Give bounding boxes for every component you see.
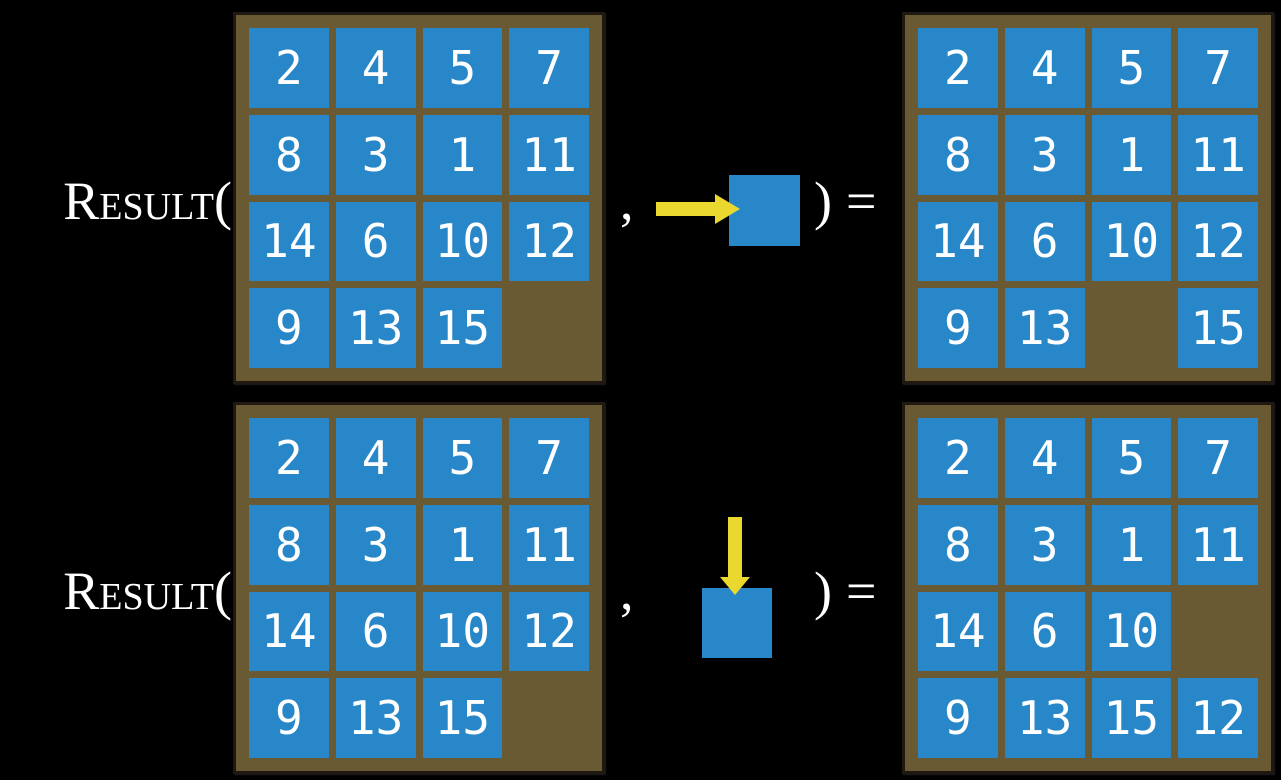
down-arrow-icon xyxy=(720,517,750,595)
close-paren: ) xyxy=(814,171,832,231)
puzzle-tile-2: 2 xyxy=(249,28,329,108)
puzzle-tile-15: 15 xyxy=(1178,288,1258,368)
equals-sign: = xyxy=(846,171,877,231)
puzzle-tile-7: 7 xyxy=(509,418,589,498)
puzzle-tile-11: 11 xyxy=(509,114,589,195)
puzzle-tile-8: 8 xyxy=(918,114,998,195)
moving-tile-square xyxy=(702,588,772,658)
puzzle-tile-11: 11 xyxy=(509,504,589,585)
result-function-label: Result( xyxy=(63,171,232,231)
empty-cell xyxy=(509,678,589,758)
puzzle-tile-10: 10 xyxy=(422,201,503,282)
puzzle-tile-12: 12 xyxy=(1178,201,1258,282)
puzzle-tile-9: 9 xyxy=(249,678,329,758)
puzzle-tile-15: 15 xyxy=(422,288,503,368)
empty-cell xyxy=(1092,288,1172,368)
puzzle-tile-4: 4 xyxy=(335,418,416,498)
puzzle-tile-14: 14 xyxy=(249,591,329,672)
puzzle-tile-1: 1 xyxy=(422,504,503,585)
puzzle-tile-12: 12 xyxy=(509,201,589,282)
puzzle-tile-13: 13 xyxy=(1004,288,1085,368)
puzzle-tile-9: 9 xyxy=(249,288,329,368)
puzzle-tile-2: 2 xyxy=(918,418,998,498)
puzzle-tile-14: 14 xyxy=(249,201,329,282)
comma-separator: , xyxy=(620,561,634,621)
puzzle-tile-6: 6 xyxy=(1004,591,1085,672)
puzzle-tile-7: 7 xyxy=(1178,418,1258,498)
puzzle-tile-15: 15 xyxy=(422,678,503,758)
puzzle-tile-5: 5 xyxy=(422,28,503,108)
puzzle-tile-10: 10 xyxy=(1091,201,1172,282)
puzzle-tile-10: 10 xyxy=(422,591,503,672)
puzzle-tile-3: 3 xyxy=(335,504,416,585)
puzzle-tile-14: 14 xyxy=(918,591,998,672)
puzzle-tile-1: 1 xyxy=(1091,504,1172,585)
puzzle-tile-15: 15 xyxy=(1091,678,1172,758)
puzzle-tile-3: 3 xyxy=(1004,114,1085,195)
puzzle-tile-13: 13 xyxy=(335,678,416,758)
puzzle-tile-7: 7 xyxy=(509,28,589,108)
result-function-label: Result( xyxy=(63,561,232,621)
puzzle-tile-6: 6 xyxy=(335,201,416,282)
puzzle-tile-7: 7 xyxy=(1178,28,1258,108)
puzzle-tile-1: 1 xyxy=(1091,114,1172,195)
puzzle-tile-2: 2 xyxy=(918,28,998,108)
puzzle-tile-5: 5 xyxy=(422,418,503,498)
puzzle-tile-9: 9 xyxy=(918,288,998,368)
puzzle-tile-8: 8 xyxy=(918,504,998,585)
puzzle-tile-5: 5 xyxy=(1091,418,1172,498)
puzzle-tile-9: 9 xyxy=(918,678,998,758)
puzzle-tile-3: 3 xyxy=(1004,504,1085,585)
puzzle-tile-10: 10 xyxy=(1091,591,1172,672)
empty-cell xyxy=(509,288,589,368)
puzzle-tile-12: 12 xyxy=(509,591,589,672)
puzzle-tile-11: 11 xyxy=(1178,114,1258,195)
puzzle-tile-13: 13 xyxy=(1004,678,1085,758)
puzzle-tile-6: 6 xyxy=(335,591,416,672)
right-arrow-icon xyxy=(656,192,740,226)
puzzle-tile-8: 8 xyxy=(249,114,329,195)
puzzle-tile-2: 2 xyxy=(249,418,329,498)
empty-cell xyxy=(1178,592,1258,672)
moving-tile-square xyxy=(729,175,800,246)
comma-separator: , xyxy=(620,171,634,231)
puzzle-tile-5: 5 xyxy=(1091,28,1172,108)
puzzle-tile-14: 14 xyxy=(918,201,998,282)
puzzle-tile-13: 13 xyxy=(335,288,416,368)
puzzle-tile-11: 11 xyxy=(1178,504,1258,585)
puzzle-tile-12: 12 xyxy=(1178,678,1258,758)
equals-sign: = xyxy=(846,561,877,621)
puzzle-tile-4: 4 xyxy=(335,28,416,108)
close-paren: ) xyxy=(814,561,832,621)
puzzle-tile-4: 4 xyxy=(1004,28,1085,108)
puzzle-tile-8: 8 xyxy=(249,504,329,585)
puzzle-tile-4: 4 xyxy=(1004,418,1085,498)
puzzle-tile-1: 1 xyxy=(422,114,503,195)
puzzle-tile-6: 6 xyxy=(1004,201,1085,282)
puzzle-tile-3: 3 xyxy=(335,114,416,195)
